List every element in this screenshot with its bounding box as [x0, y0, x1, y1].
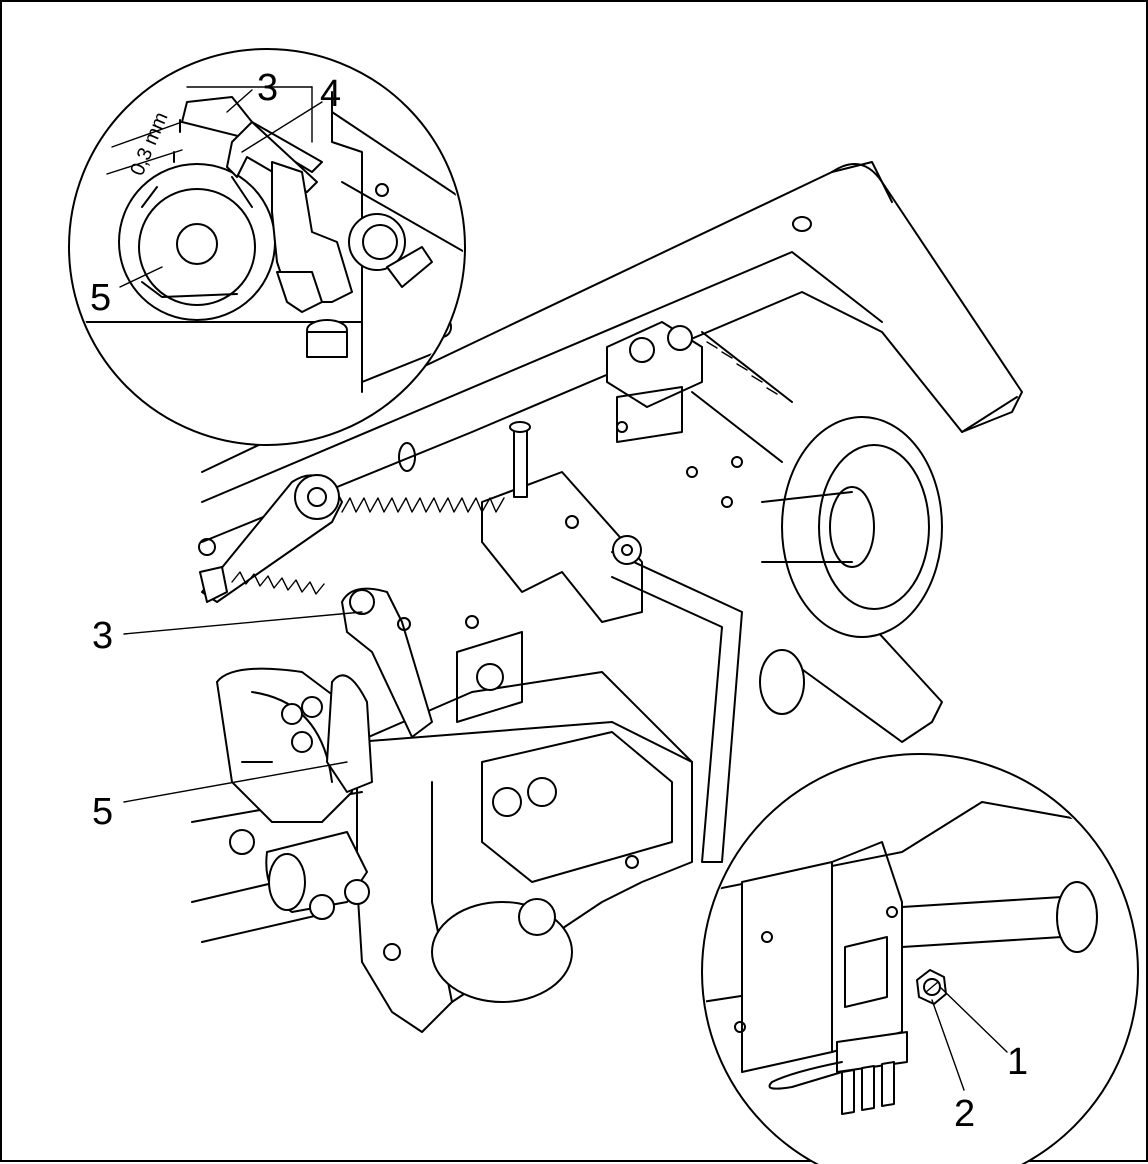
br-hole-c: [886, 906, 898, 918]
window-screw-a: [492, 787, 522, 817]
detail-wheel-hub: [176, 223, 218, 265]
sensor-tube-c: [881, 1061, 895, 1107]
detail-wheel-mid: [138, 188, 256, 306]
clamp-screw-b: [667, 325, 693, 351]
hook-screw-c: [291, 731, 313, 753]
spring-eye: [294, 474, 340, 520]
lower-arm: [791, 581, 943, 743]
shaft-end: [268, 853, 306, 911]
collar-screw-a: [309, 894, 335, 920]
br-hole-a: [761, 931, 773, 943]
bracket-plate: [481, 471, 643, 623]
detail-bottom-circle: [701, 753, 1139, 1164]
bracket-hole-b: [465, 615, 479, 629]
br-window: [844, 936, 888, 1008]
callout-main-3: 3: [92, 615, 113, 657]
plate-hole-b: [731, 456, 743, 468]
callout-top-3: 3: [257, 67, 278, 109]
detail-bottom-right: [701, 753, 1139, 1164]
detail-collar-clamp: [386, 246, 433, 288]
housing-window: [481, 731, 673, 883]
collar-screw-b: [344, 879, 370, 905]
callout-top-5: 5: [90, 277, 111, 319]
belt-teeth: [706, 341, 778, 395]
plate-hole-e: [198, 538, 216, 556]
pulley-inner: [818, 444, 930, 610]
detail-hole: [375, 183, 389, 197]
detail-wheel-notch: [141, 176, 253, 298]
leader-top-5: [119, 266, 163, 288]
screw-slot: [925, 981, 939, 993]
housing-screw: [518, 898, 556, 936]
plate-hole-a: [686, 466, 698, 478]
callout-main-5: 5: [92, 791, 113, 833]
housing-hole-a: [383, 943, 401, 961]
br-shaft: [901, 896, 1063, 948]
detail-lower-block: [276, 271, 323, 313]
spring-eye-hole: [307, 487, 327, 507]
br-shaft-end: [1056, 881, 1098, 953]
callout-top-4: 4: [320, 73, 341, 115]
link-pivot: [612, 535, 642, 565]
link-pivot-pin: [621, 544, 633, 556]
pulley-hub: [829, 486, 875, 568]
plate-hole-d: [616, 421, 628, 433]
leader-top-4: [241, 101, 323, 153]
hook-screw-a: [281, 703, 303, 725]
arm-hole-a: [792, 216, 812, 232]
leader-br-1: [939, 986, 1008, 1053]
br-block: [741, 861, 833, 1073]
dim-arrow: [173, 119, 181, 163]
spring-coils: [341, 497, 505, 513]
callout-br-2: 2: [954, 1093, 975, 1135]
leader-br-2: [931, 999, 965, 1091]
detail-collar-bore: [362, 224, 398, 260]
side-roller: [759, 649, 805, 715]
link-rod: [611, 551, 743, 863]
detail-bracket: [271, 161, 353, 303]
shaft-screw: [229, 829, 255, 855]
window-screw-b: [527, 777, 557, 807]
hook-screw-b: [301, 696, 323, 718]
plate-hole-c: [721, 496, 733, 508]
main-shaft: [761, 491, 853, 563]
leader-top-3: [226, 89, 253, 113]
machine-arm: [201, 163, 1023, 543]
sensor-cable: [768, 1061, 843, 1090]
spring-post: [513, 426, 528, 498]
arm-tip: [831, 161, 1018, 433]
bracket-screw: [476, 663, 504, 691]
arm-hole-c: [398, 442, 416, 472]
dim-line-top: [111, 121, 183, 148]
lever-3-pin: [397, 617, 411, 631]
housing-hole-b: [625, 855, 639, 869]
detail-top-left: 0,3 mm: [68, 48, 466, 446]
belt: [691, 331, 793, 463]
br-hole-b: [734, 1021, 746, 1033]
arm-top-edge: [201, 251, 883, 503]
callout-br-1: 1: [1007, 1041, 1028, 1083]
clamp-screw-a: [629, 337, 655, 363]
dim-line-bottom: [106, 149, 183, 175]
lower-spring-coils: [231, 571, 325, 595]
sensor-tube-b: [861, 1065, 875, 1111]
bracket-hole-a: [565, 515, 579, 529]
detail-lower-tab: [306, 331, 348, 358]
spring-post-cap: [509, 421, 531, 433]
sensor-tube-a: [841, 1069, 855, 1115]
lever-3-eye: [349, 589, 375, 615]
leader-main-3: [123, 611, 363, 635]
tension-nut: [199, 566, 228, 603]
main-view: [123, 161, 1023, 1033]
bracket-step: [456, 631, 523, 723]
lever-3: [341, 587, 433, 738]
leader-main-5: [123, 761, 348, 803]
